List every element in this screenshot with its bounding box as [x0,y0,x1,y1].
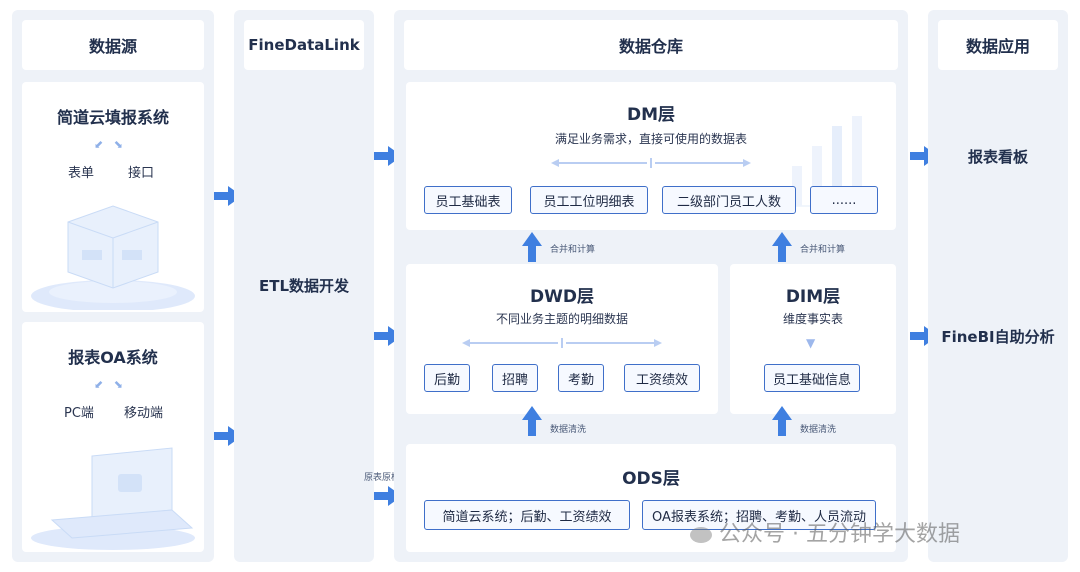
source-api-label: 接口 [128,166,155,181]
dm-table-more: ...... [810,186,878,214]
dwd-table-attendance: 考勤 [558,364,604,392]
split-arrows-icon: ⬋ ⬊ [94,378,123,391]
merge-calc-label: 合并和计算 [550,245,596,255]
raw-table-label: 原表原样 [364,473,401,483]
tool-column: FineDataLink ETL数据开发 [234,10,374,562]
data-clean-label: 数据清洗 [800,425,837,435]
source-title: 简道云填报系统 [56,108,169,127]
apps-column: 数据应用 报表看板 FineBI自助分析 [928,10,1068,562]
dm-layer-title: DM层 [626,105,676,125]
ods-table-oa: OA报表系统；招聘、考勤、人员流动 [642,500,876,530]
dwd-layer-description: 不同业务主题的明细数据 [495,312,628,326]
up-arrow-icon [522,232,542,262]
dwd-layer-card: DWD层 不同业务主题的明细数据 后勤 招聘 考勤 工资绩效 [406,264,718,414]
source-card-jiandaoyun: 简道云填报系统 ⬋ ⬊ 表单 接口 [22,82,204,312]
split-arrows-icon [551,158,751,168]
watermark-text: 公众号 · 五分钟学大数据 [719,522,960,547]
up-arrow-icon [522,406,542,436]
dim-layer-card: DIM层 维度事实表 ▼ 员工基础信息 [730,264,896,414]
dm-layer-description: 满足业务需求，直接可使用的数据表 [554,132,747,146]
source-form-label: 表单 [68,166,95,181]
down-arrow-icon: ▼ [806,336,816,350]
ods-layer-card: ODS层 简道云系统；后勤、工资绩效 OA报表系统；招聘、考勤、人员流动 [406,444,896,552]
app-report-dashboard: 报表看板 [967,148,1028,166]
ods-layer-title: ODS层 [622,469,680,489]
source-pc-label: PC端 [64,406,94,421]
apps-header: 数据应用 [938,20,1058,70]
dwd-layer-title: DWD层 [530,287,594,307]
dm-table-dept-headcount: 二级部门员工人数 [662,186,796,214]
sources-column: 数据源 简道云填报系统 ⬋ ⬊ 表单 接口 报表OA系统 ⬋ ⬊ PC端 移动端 [12,10,214,562]
up-arrow-icon [772,232,792,262]
tool-header: FineDataLink [244,20,364,70]
dwd-table-recruit: 招聘 [492,364,538,392]
dm-table-workstation-detail: 员工工位明细表 [530,186,648,214]
ods-table-jiandaoyun: 简道云系统；后勤、工资绩效 [424,500,630,530]
source-card-oa: 报表OA系统 ⬋ ⬊ PC端 移动端 [22,322,204,552]
laptop-illustration-icon [31,447,195,550]
wechat-icon [690,527,712,543]
dim-layer-title: DIM层 [785,287,841,307]
source-title: 报表OA系统 [68,348,158,367]
sources-header: 数据源 [22,20,204,70]
dwd-table-logistics: 后勤 [424,364,470,392]
data-clean-label: 数据清洗 [550,425,587,435]
warehouse-column: 数据仓库 DM层 满足业务需求，直接可使用的数据表 员工基础表 员工工位明细表 … [394,10,908,562]
up-arrow-icon [772,406,792,436]
dim-layer-description: 维度事实表 [782,312,843,326]
dm-layer-card: DM层 满足业务需求，直接可使用的数据表 员工基础表 员工工位明细表 二级部门员… [406,82,896,230]
etl-label: ETL数据开发 [258,277,350,295]
warehouse-header: 数据仓库 [404,20,898,70]
split-arrows-icon [462,338,662,348]
watermark: 公众号 · 五分钟学大数据 [690,516,960,548]
dim-table-employee-info: 员工基础信息 [764,364,860,392]
app-finebi: FineBI自助分析 [941,328,1055,346]
merge-calc-label: 合并和计算 [800,245,846,255]
server-illustration-icon [31,205,195,310]
dwd-table-salary: 工资绩效 [624,364,700,392]
split-arrows-icon: ⬋ ⬊ [94,138,123,151]
source-mobile-label: 移动端 [124,406,164,421]
dm-table-employee-base: 员工基础表 [424,186,512,214]
